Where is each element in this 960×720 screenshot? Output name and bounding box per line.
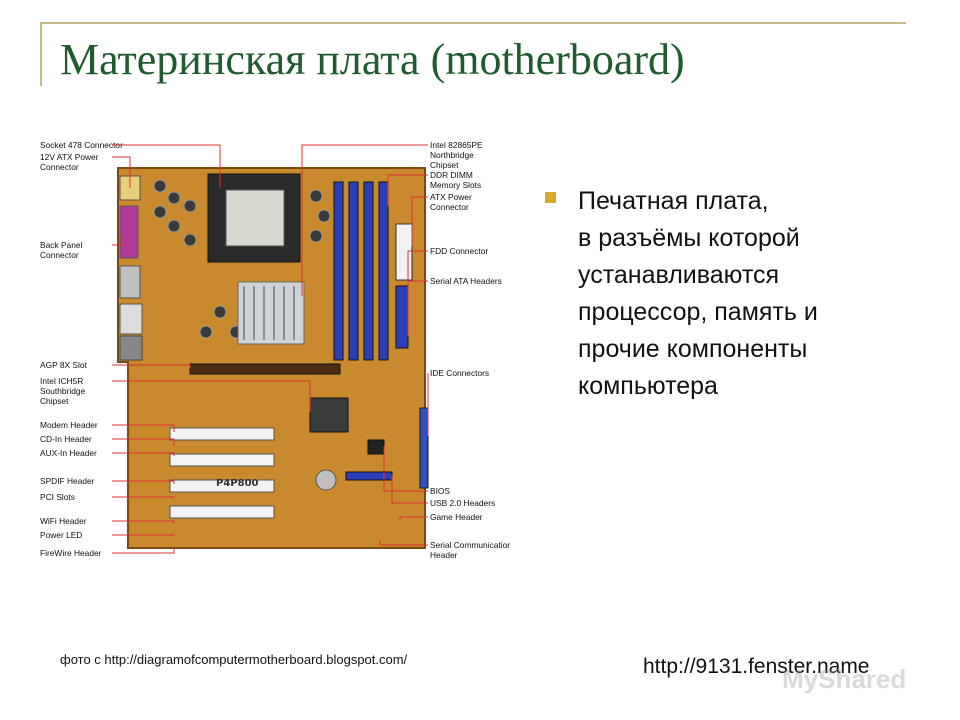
left-leader-6	[112, 438, 175, 446]
right-leader-8	[399, 516, 428, 520]
pci-slot-4	[169, 505, 275, 519]
right-label-6-line-0: BIOS	[430, 486, 450, 496]
dimm-slot-3	[363, 181, 374, 361]
left-label-4-line-1: Southbridge	[40, 386, 86, 396]
photo-credit: фото с http://diagramofcomputermotherboa…	[60, 652, 408, 667]
slide-title: Материнская плата (motherboard)	[60, 35, 685, 84]
left-leader-3	[112, 364, 191, 368]
pcb-board	[117, 167, 426, 549]
right-label-3-line-0: FDD Connector	[430, 246, 488, 256]
left-label-4-line-2: Chipset	[40, 396, 69, 406]
usb-port-block	[119, 265, 141, 299]
right-label-0-line-2: Chipset	[430, 160, 459, 170]
left-leader-5	[112, 424, 175, 432]
motherboard-diagram: P4P800 Socket 478 Connector 12V ATX Power…	[40, 136, 510, 570]
source-url: http://9131.fenster.name	[643, 655, 870, 678]
right-leader-7	[391, 476, 428, 504]
right-label-9-line-0: Serial Communications	[430, 540, 510, 550]
watermark-logo: MyShared	[782, 664, 907, 694]
left-leader-9	[112, 496, 175, 498]
southbridge-chip	[309, 397, 349, 433]
parallel-port	[119, 205, 139, 259]
left-label-9-line-0: PCI Slots	[40, 492, 75, 502]
bios-chip	[367, 439, 385, 455]
left-label-12-line-0: FireWire Header	[40, 548, 102, 558]
left-leader-1	[112, 156, 131, 188]
right-label-5-line-0: IDE Connectors	[430, 368, 489, 378]
right-label-1-line-1: Memory Slots	[430, 180, 481, 190]
left-leader-10	[112, 520, 175, 524]
left-leader-8	[112, 480, 175, 484]
right-leader-4	[407, 280, 428, 336]
left-leader-4	[112, 380, 311, 412]
right-leader-6	[383, 446, 428, 492]
left-leader-0	[112, 144, 221, 188]
right-label-0-line-0: Intel 82865PE	[430, 140, 483, 150]
left-label-1-line-0: 12V ATX Power	[40, 152, 99, 162]
left-label-1-line-1: Connector	[40, 162, 79, 172]
fdd-connector	[395, 285, 409, 349]
left-leader-12	[112, 548, 175, 554]
audio-jacks	[119, 335, 143, 361]
left-label-2-line-0: Back Panel	[40, 240, 83, 250]
left-label-7-line-0: AUX-In Header	[40, 448, 97, 458]
left-leader-11	[112, 534, 175, 536]
atx-power-connector	[395, 223, 413, 281]
left-label-4-line-0: Intel ICH5R	[40, 376, 83, 386]
left-label-0-line-0: Socket 478 Connector	[40, 140, 123, 150]
pci-slot-1	[169, 427, 275, 441]
right-leader-2	[411, 196, 428, 246]
bullet-marker	[545, 192, 556, 203]
right-leader-0	[301, 144, 428, 296]
left-label-10-line-0: WiFi Header	[40, 516, 87, 526]
usb-header-bar	[345, 471, 393, 481]
agp-slot	[189, 363, 341, 375]
right-label-7-line-0: USB 2.0 Headers	[430, 498, 495, 508]
dimm-slot-1	[333, 181, 344, 361]
right-label-2-line-0: ATX Power	[430, 192, 472, 202]
dimm-slot-2	[348, 181, 359, 361]
board-model-text: P4P800	[216, 478, 259, 489]
left-rule	[40, 22, 42, 86]
left-leader-2	[112, 236, 123, 246]
left-label-5-line-0: Modem Header	[40, 420, 98, 430]
top-rule	[40, 22, 906, 24]
right-label-8-line-0: Game Header	[430, 512, 483, 522]
left-leader-7	[112, 452, 175, 456]
right-label-2-line-1: Connector	[430, 202, 469, 212]
right-label-0-line-1: Northbridge	[430, 150, 474, 160]
right-label-1-line-0: DDR DIMM	[430, 170, 473, 180]
right-leader-1	[387, 174, 428, 206]
cpu-socket	[225, 189, 285, 247]
left-label-6-line-0: CD-In Header	[40, 434, 92, 444]
ide-connector	[419, 407, 429, 489]
left-label-11-line-0: Power LED	[40, 530, 82, 540]
dimm-slot-4	[378, 181, 389, 361]
pci-slot-3	[169, 479, 275, 493]
bullet-text: Печатная плата, в разъёмы которой устана…	[578, 187, 818, 400]
pci-slot-2	[169, 453, 275, 467]
left-label-8-line-0: SPDIF Header	[40, 476, 95, 486]
right-leader-9	[379, 540, 428, 546]
left-label-3-line-0: AGP 8X Slot	[40, 360, 88, 370]
right-label-4-line-0: Serial ATA Headers	[430, 276, 502, 286]
left-label-2-line-1: Connector	[40, 250, 79, 260]
cmos-battery	[315, 469, 337, 491]
lan-port-block	[119, 303, 143, 335]
heatsink-fins	[243, 286, 295, 340]
right-label-9-line-1: Header	[430, 550, 458, 560]
